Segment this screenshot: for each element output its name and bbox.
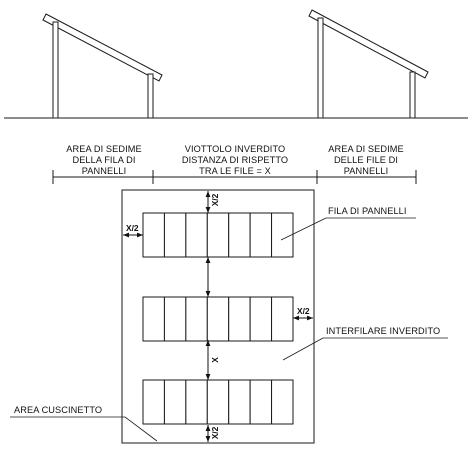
right-area-label-line1: AREA DI SEDIME xyxy=(328,144,403,154)
left-panel-post-front xyxy=(52,21,59,119)
middle-area-label-line1: VIOTTOLO INVERDITO xyxy=(185,144,286,154)
panel-row-1 xyxy=(142,212,294,258)
panel-module xyxy=(206,296,230,342)
panel-module xyxy=(228,379,251,425)
panel-module xyxy=(163,296,187,342)
callout-cuscinetto-text: AREA CUSCINETTO xyxy=(14,405,102,415)
middle-area-label-line3: TRA LE FILE = X xyxy=(199,166,271,176)
panel-module xyxy=(206,212,230,258)
panel-module xyxy=(271,296,294,342)
bottom-x-half-label: X/2 xyxy=(210,426,220,439)
panel-rows xyxy=(142,212,294,425)
panel-module xyxy=(185,296,208,342)
panel-module xyxy=(228,212,251,258)
panel-module xyxy=(142,212,165,258)
callout-cuscinetto: AREA CUSCINETTO xyxy=(10,405,158,442)
left-area-label-line1: AREA DI SEDIME xyxy=(66,144,141,154)
panel-row-2 xyxy=(142,296,294,342)
panel-row-3 xyxy=(142,379,294,425)
plan-view: X/2 X/2 X/2 X X/2 FILA DI PANNELLI INTER… xyxy=(10,189,448,444)
callout-fila-text: FILA DI PANNELLI xyxy=(328,206,407,216)
middle-x-label: X xyxy=(210,357,220,363)
dimension-arrows xyxy=(123,191,313,442)
panel-module xyxy=(271,212,294,258)
right-area-label-line3: PANNELLI xyxy=(344,166,389,176)
top-x-half-label: X/2 xyxy=(210,193,220,206)
right-panel-post-back xyxy=(409,71,416,119)
header-dimension-line xyxy=(52,170,417,184)
panel-module xyxy=(142,379,165,425)
callout-interfilare: INTERFILARE INVERDITO xyxy=(282,326,448,361)
panel-module xyxy=(206,379,230,425)
panel-module xyxy=(142,296,165,342)
right-panel-plate xyxy=(308,9,429,79)
left-area-label-line3: PANNELLI xyxy=(82,166,127,176)
right-x-half-label: X/2 xyxy=(297,306,310,316)
panel-module xyxy=(249,212,273,258)
elevation-section xyxy=(4,9,468,119)
left-panel-post-back xyxy=(147,73,154,119)
left-panel-elevation xyxy=(42,13,163,119)
left-x-half-label: X/2 xyxy=(126,223,139,233)
panel-module xyxy=(163,379,187,425)
right-area-label-line2: DELLE FILE DI xyxy=(334,155,398,165)
panel-module xyxy=(271,379,294,425)
right-panel-post-front xyxy=(317,17,324,119)
panel-module xyxy=(228,296,251,342)
panel-module xyxy=(163,212,187,258)
panel-module xyxy=(185,379,208,425)
buffer-area-boundary xyxy=(121,189,315,444)
header-labels: AREA DI SEDIME DELLA FILA DI PANNELLI VI… xyxy=(52,144,417,184)
left-area-label-line2: DELLA FILA DI xyxy=(72,155,135,165)
callout-interfilare-text: INTERFILARE INVERDITO xyxy=(326,326,440,336)
panel-module xyxy=(249,296,273,342)
panel-module xyxy=(249,379,273,425)
right-panel-elevation xyxy=(308,9,429,119)
panel-module xyxy=(185,212,208,258)
middle-area-label-line2: DISTANZA DI RISPETTO xyxy=(182,155,288,165)
left-panel-plate xyxy=(42,13,163,82)
callout-fila: FILA DI PANNELLI xyxy=(280,206,416,241)
